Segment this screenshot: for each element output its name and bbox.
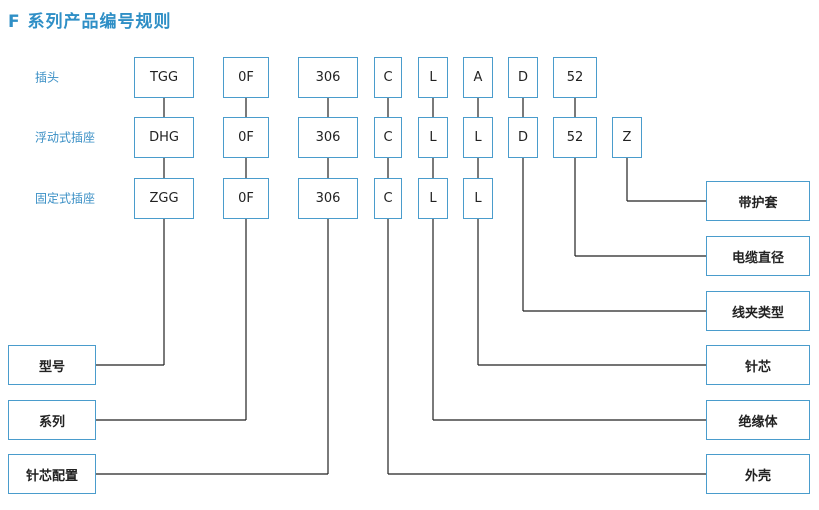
- code-box: 52: [553, 57, 597, 98]
- page-title: F 系列产品编号规则: [8, 12, 172, 32]
- row-label-fixed-socket: 固定式插座: [35, 191, 96, 206]
- code-box: DHG: [134, 117, 194, 158]
- code-box: 306: [298, 117, 358, 158]
- code-box: 0F: [223, 117, 269, 158]
- code-box: L: [418, 57, 448, 98]
- code-box: C: [374, 117, 402, 158]
- code-box: L: [418, 117, 448, 158]
- code-box: L: [463, 117, 493, 158]
- code-box: TGG: [134, 57, 194, 98]
- code-box: C: [374, 178, 402, 219]
- code-box: L: [463, 178, 493, 219]
- label-with-sheath: 带护套: [706, 181, 810, 221]
- code-box: L: [418, 178, 448, 219]
- code-box: 0F: [223, 57, 269, 98]
- row-label-plug: 插头: [35, 70, 60, 85]
- code-box: D: [508, 117, 538, 158]
- code-box: 306: [298, 57, 358, 98]
- code-box: 0F: [223, 178, 269, 219]
- row-label-floating-socket: 浮动式插座: [35, 130, 96, 145]
- label-shell: 外壳: [706, 454, 810, 494]
- label-insulator: 绝缘体: [706, 400, 810, 440]
- code-box: A: [463, 57, 493, 98]
- label-series: 系列: [8, 400, 96, 440]
- code-box: ZGG: [134, 178, 194, 219]
- label-model: 型号: [8, 345, 96, 385]
- code-box: C: [374, 57, 402, 98]
- label-pin-config: 针芯配置: [8, 454, 96, 494]
- label-pin: 针芯: [706, 345, 810, 385]
- code-box: Z: [612, 117, 642, 158]
- label-clamp-type: 线夹类型: [706, 291, 810, 331]
- code-box: 306: [298, 178, 358, 219]
- code-box: D: [508, 57, 538, 98]
- label-cable-diameter: 电缆直径: [706, 236, 810, 276]
- code-box: 52: [553, 117, 597, 158]
